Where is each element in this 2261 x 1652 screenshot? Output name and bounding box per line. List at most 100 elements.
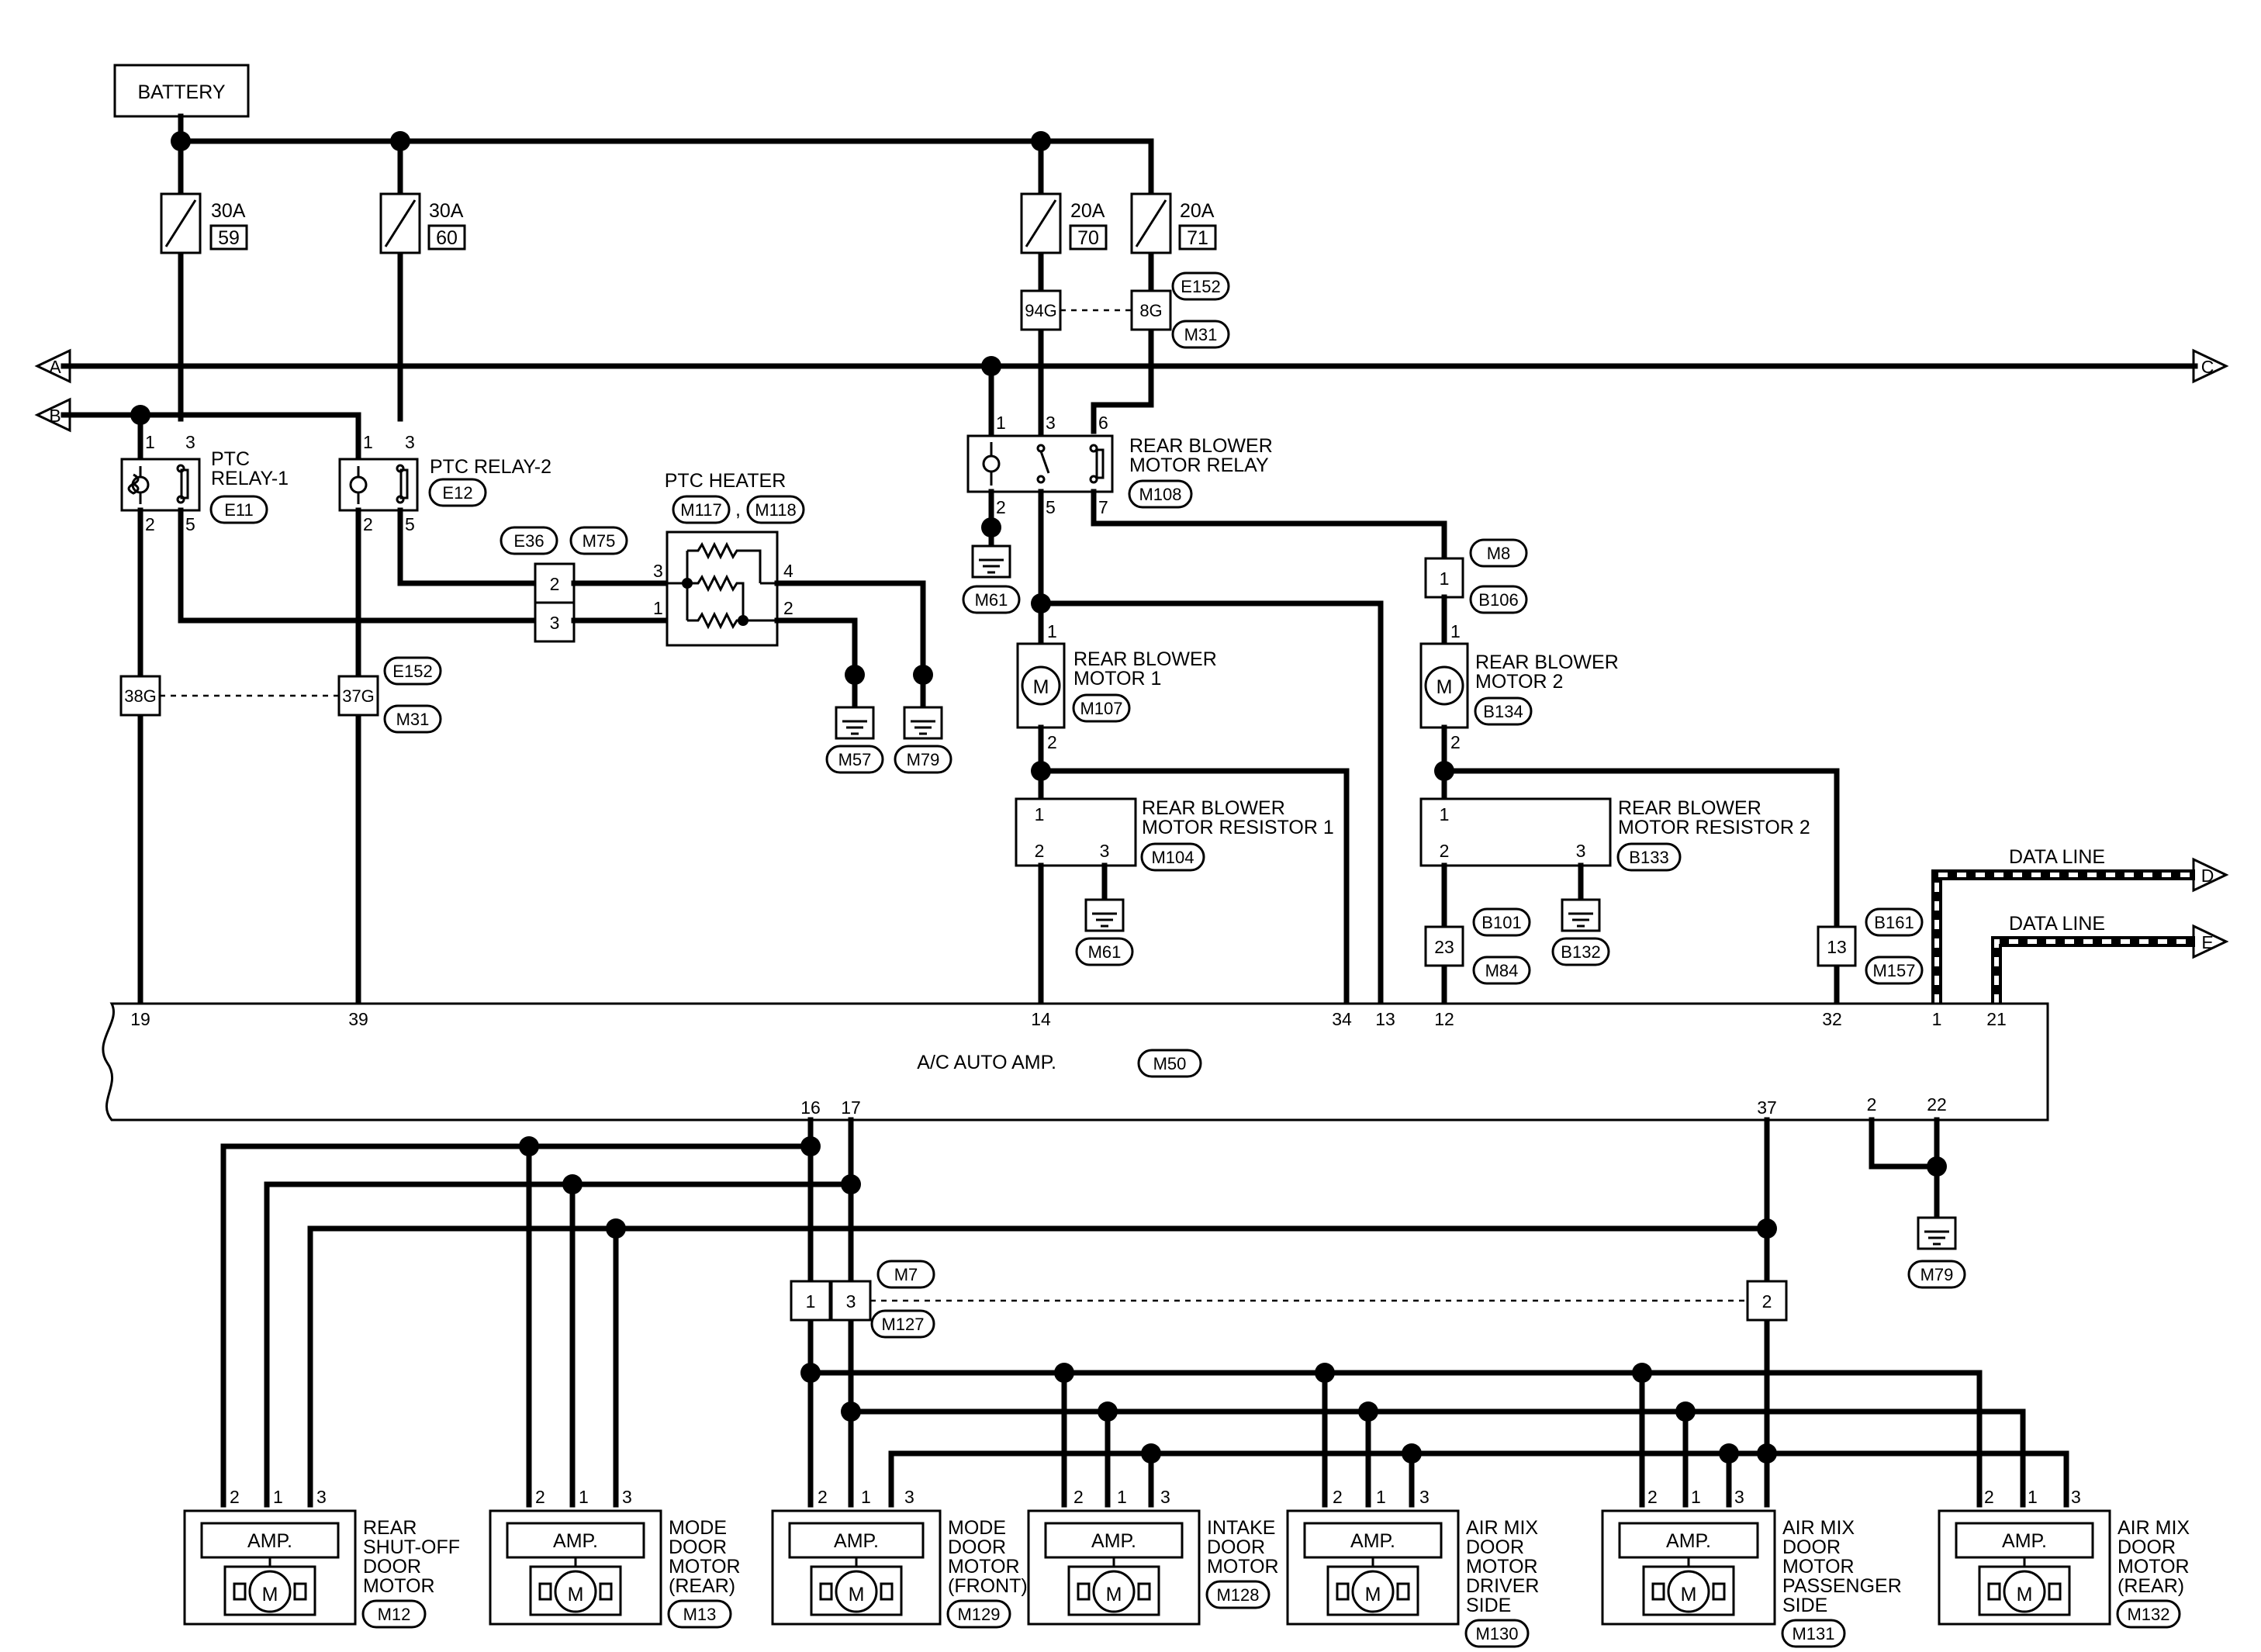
motor-label-line: DOOR — [1207, 1536, 1265, 1558]
motor-pin-2: 2 — [1647, 1487, 1658, 1507]
rb-motor1-label-b: MOTOR 1 — [1073, 668, 1161, 689]
connector-m31-left: M31 — [396, 710, 430, 729]
motor-label-line: AIR MIX — [1782, 1517, 1855, 1539]
res2-pin2: 2 — [1440, 841, 1450, 861]
ac-auto-amp: A/C AUTO AMP. M50 19 39 14 34 13 12 32 1… — [102, 1002, 2049, 1121]
rb-relay-pin2: 2 — [996, 497, 1006, 517]
rb-motor2-label-a: REAR BLOWER — [1475, 651, 1619, 673]
heater-pin4: 4 — [783, 561, 793, 581]
fuse-60-rating: 30A — [429, 200, 464, 222]
ptc-relay-1-label-a: PTC — [211, 448, 250, 470]
relay2-pin2: 2 — [363, 514, 373, 534]
motor-label-line: DOOR — [948, 1536, 1006, 1558]
amp-pin-22: 22 — [1927, 1094, 1947, 1115]
motor-label-line: SHUT-OFF — [363, 1536, 460, 1558]
connector-m118: M118 — [755, 500, 796, 520]
rb-relay-pin7: 7 — [1098, 497, 1108, 517]
connector-m61-resistor: M61 — [1088, 942, 1122, 962]
amp-pin-17: 17 — [841, 1097, 861, 1118]
motor-symbol: M — [849, 1584, 865, 1605]
motor-label-line: MODE — [948, 1517, 1006, 1539]
connector-m79-bottom: M79 — [1920, 1265, 1954, 1284]
rb-motor2-pin1: 1 — [1450, 621, 1461, 641]
motor-connector: M132 — [2127, 1605, 2169, 1624]
motor-connector: M13 — [683, 1605, 717, 1624]
connector-e36-m75: E36 M75 2 3 — [500, 526, 670, 643]
battery-bus — [171, 113, 1154, 199]
motor-symbol: M — [1106, 1584, 1122, 1605]
motor-label-line: MOTOR — [948, 1556, 1020, 1578]
rb-motor1-pin1: 1 — [1047, 621, 1057, 641]
amp-pin-32: 32 — [1822, 1009, 1842, 1029]
bus-lines: 1 3 2 M7 M127 — [220, 1117, 2069, 1508]
ptc-relay-1: 1 3 2 5 PTC RELAY-1 E11 — [120, 432, 538, 1007]
motor-pin-1: 1 — [2028, 1487, 2038, 1507]
terminal-e36-2: 2 — [550, 574, 560, 594]
connector-m79-top: M79 — [907, 750, 940, 769]
motor-label-line: AIR MIX — [1466, 1517, 1538, 1539]
relay2-pin5: 5 — [405, 514, 415, 534]
fuse-70: 20A 70 — [1020, 138, 1108, 436]
heater-pin2: 2 — [783, 598, 793, 618]
rb-relay-pin1: 1 — [996, 413, 1006, 433]
connector-e152-left: E152 — [392, 662, 432, 681]
amp-pin-16: 16 — [800, 1097, 821, 1118]
battery: BATTERY — [113, 64, 250, 118]
motor-label-line: DOOR — [1466, 1536, 1524, 1558]
heater-pin3: 3 — [653, 561, 663, 581]
amp-pin-21: 21 — [1986, 1009, 2007, 1029]
connector-m127: M127 — [881, 1315, 924, 1334]
motor-label-line: INTAKE — [1207, 1517, 1275, 1539]
connector-m75: M75 — [583, 531, 616, 551]
connector-e12: E12 — [442, 483, 472, 503]
joint-connector-38g-37g: 38G 37G E152 M31 — [119, 656, 442, 734]
motor-label-line: MOTOR — [363, 1575, 435, 1597]
motor-pin-3: 3 — [316, 1487, 327, 1507]
motor-pin-3: 3 — [1734, 1487, 1744, 1507]
motor-label-line: (REAR) — [2118, 1575, 2184, 1597]
motor-pin-1: 1 — [579, 1487, 589, 1507]
relay2-pin1: 1 — [363, 432, 373, 452]
motor-symbol: M — [262, 1584, 278, 1605]
fuse-71-rating: 20A — [1180, 200, 1215, 222]
motor-pin-1: 1 — [1691, 1487, 1701, 1507]
motor-label-line: (FRONT) — [948, 1575, 1028, 1597]
ground-m57: M57 — [825, 672, 884, 774]
motor-pin-3: 3 — [2071, 1487, 2081, 1507]
amp-pin-37: 37 — [1757, 1097, 1777, 1118]
terminal-m7-1: 1 — [806, 1291, 816, 1312]
connector-b161: B161 — [1874, 913, 1914, 932]
fuse-60-number: 60 — [436, 227, 458, 249]
connector-m117: M117 — [680, 500, 721, 520]
connector-e11: E11 — [224, 500, 254, 520]
res1-pin3: 3 — [1100, 841, 1110, 861]
motor-label-line: DOOR — [1782, 1536, 1841, 1558]
relay2-pin3: 3 — [405, 432, 415, 452]
fuse-59-number: 59 — [218, 227, 240, 249]
amp-label: AMP. — [2002, 1530, 2047, 1552]
data-lines: D E DATA LINE DATA LINE — [1931, 846, 2229, 1004]
motor-connector: M129 — [957, 1605, 1000, 1624]
connector-m157: M157 — [1872, 961, 1915, 980]
amp-pin-2: 2 — [1867, 1094, 1877, 1115]
arrow-c: C — [2201, 357, 2214, 377]
fuse-71-number: 71 — [1187, 227, 1208, 249]
motor-symbol: M — [568, 1584, 584, 1605]
terminal-94g: 94G — [1025, 301, 1057, 320]
amp-pin-1: 1 — [1932, 1009, 1942, 1029]
res2-label-a: REAR BLOWER — [1618, 797, 1761, 819]
connector-b133: B133 — [1629, 848, 1668, 867]
motor-pin-3: 3 — [1419, 1487, 1430, 1507]
motor-pin-2: 2 — [818, 1487, 828, 1507]
heater-pin1: 1 — [653, 598, 663, 618]
data-line-label-2: DATA LINE — [2009, 913, 2105, 935]
res2-pin3: 3 — [1576, 841, 1586, 861]
amp-bottom-pins: 16 17 37 2 22 — [800, 1094, 1947, 1118]
fuse-59: 30A 59 — [160, 138, 248, 422]
rb-motor2-symbol: M — [1436, 676, 1453, 698]
rb-relay-pin5: 5 — [1046, 497, 1056, 517]
